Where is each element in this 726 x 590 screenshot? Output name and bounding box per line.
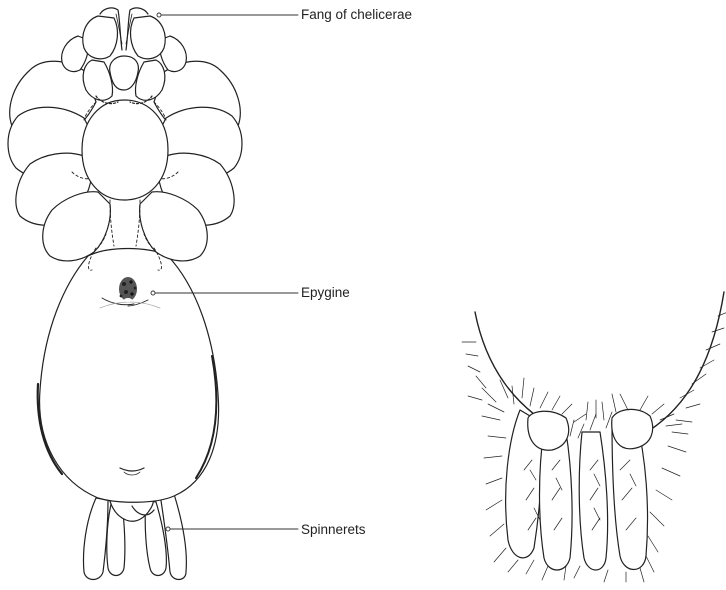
spinnerets-closeup <box>462 292 726 582</box>
sternum <box>82 100 168 200</box>
label-fang-of-chelicerae: Fang of chelicerae <box>301 7 412 22</box>
chelicera-left <box>83 16 118 59</box>
leader-dot-spinnerets <box>166 527 170 531</box>
leader-dot-fang <box>157 13 161 17</box>
label-epygine: Epygine <box>301 285 350 300</box>
leader-dot-epygine <box>151 291 155 295</box>
spider-ventral-view <box>8 8 242 580</box>
label-spinnerets: Spinnerets <box>301 522 366 537</box>
labium <box>110 56 139 90</box>
chelicera-right <box>131 16 166 59</box>
